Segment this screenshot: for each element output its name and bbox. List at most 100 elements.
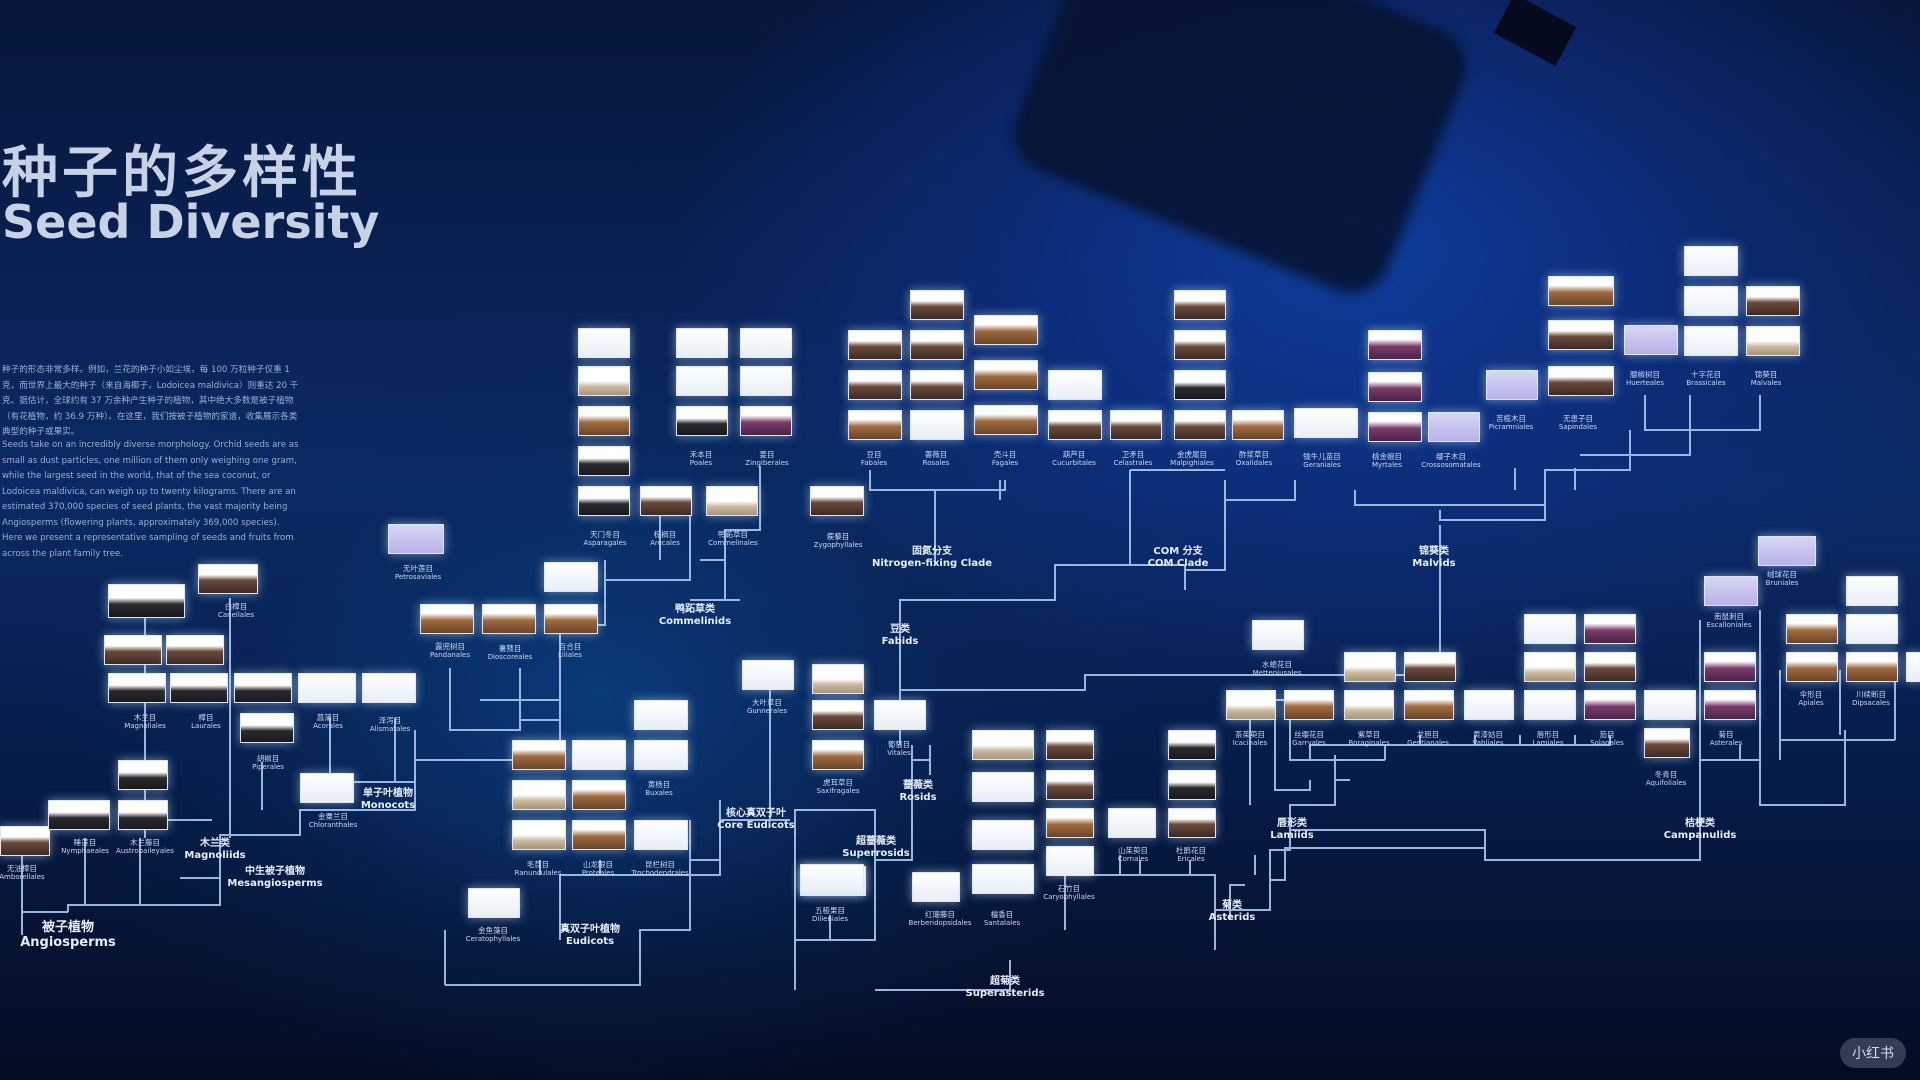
specimen-box [1428, 412, 1480, 442]
specimen-box [1524, 614, 1576, 644]
specimen-box [972, 864, 1034, 894]
specimen-box [1048, 410, 1102, 440]
specimen-box [1344, 652, 1396, 682]
specimen-box [676, 406, 728, 436]
specimen-box [1046, 808, 1094, 838]
watermark: 小红书 [1840, 1038, 1906, 1068]
specimen-box [578, 328, 630, 358]
specimen-box [420, 604, 474, 634]
specimen-box [1404, 652, 1456, 682]
specimen-box [874, 700, 926, 730]
specimen-box [1404, 690, 1454, 720]
specimen-box [1846, 652, 1898, 682]
specimen-box [1232, 410, 1284, 440]
specimen-box [1048, 370, 1102, 400]
specimen-box [1174, 410, 1226, 440]
specimen-box [974, 360, 1038, 390]
specimen-box [544, 562, 598, 592]
specimen-box [1168, 730, 1216, 760]
specimen-box [1786, 614, 1838, 644]
specimen-box [740, 406, 792, 436]
specimen-box [676, 366, 728, 396]
specimen-box [1746, 326, 1800, 356]
specimen-box [572, 740, 626, 770]
specimen-box [640, 486, 692, 516]
specimen-box [1046, 846, 1094, 876]
specimen-box [912, 872, 960, 902]
specimen-box [544, 604, 598, 634]
specimen-box [1584, 690, 1636, 720]
specimen-box [676, 328, 728, 358]
specimen-box [1704, 576, 1758, 606]
specimen-box [910, 410, 964, 440]
specimen-box [1746, 286, 1800, 316]
specimen-box [1110, 410, 1162, 440]
specimen-box [1046, 770, 1094, 800]
specimen-box [972, 772, 1034, 802]
specimen-box [1758, 536, 1816, 566]
specimen-box [910, 330, 964, 360]
specimen-box [1226, 690, 1276, 720]
specimen-box [362, 673, 416, 703]
specimen-box [512, 820, 566, 850]
specimen-box [104, 635, 162, 665]
specimen-box [800, 864, 864, 894]
specimen-box [1548, 320, 1614, 350]
specimen-box [848, 370, 902, 400]
specimen-box [972, 730, 1034, 760]
specimen-box [1368, 412, 1422, 442]
specimen-box [1624, 325, 1678, 355]
specimen-box [910, 370, 964, 400]
specimen-box [974, 405, 1038, 435]
intro-text-chinese: 种子的形态非常多样。例如，兰花的种子小如尘埃，每 100 万粒种子仅重 1 克，… [2, 365, 299, 437]
specimen-box [300, 773, 354, 803]
specimen-box [578, 366, 630, 396]
title-chinese: 种子的多样性 [2, 141, 362, 206]
specimen-box [1168, 770, 1216, 800]
specimen-box [1548, 276, 1614, 306]
specimen-box [234, 673, 292, 703]
specimen-box [1486, 370, 1538, 400]
specimen-box [1108, 808, 1156, 838]
specimen-box [706, 486, 758, 516]
